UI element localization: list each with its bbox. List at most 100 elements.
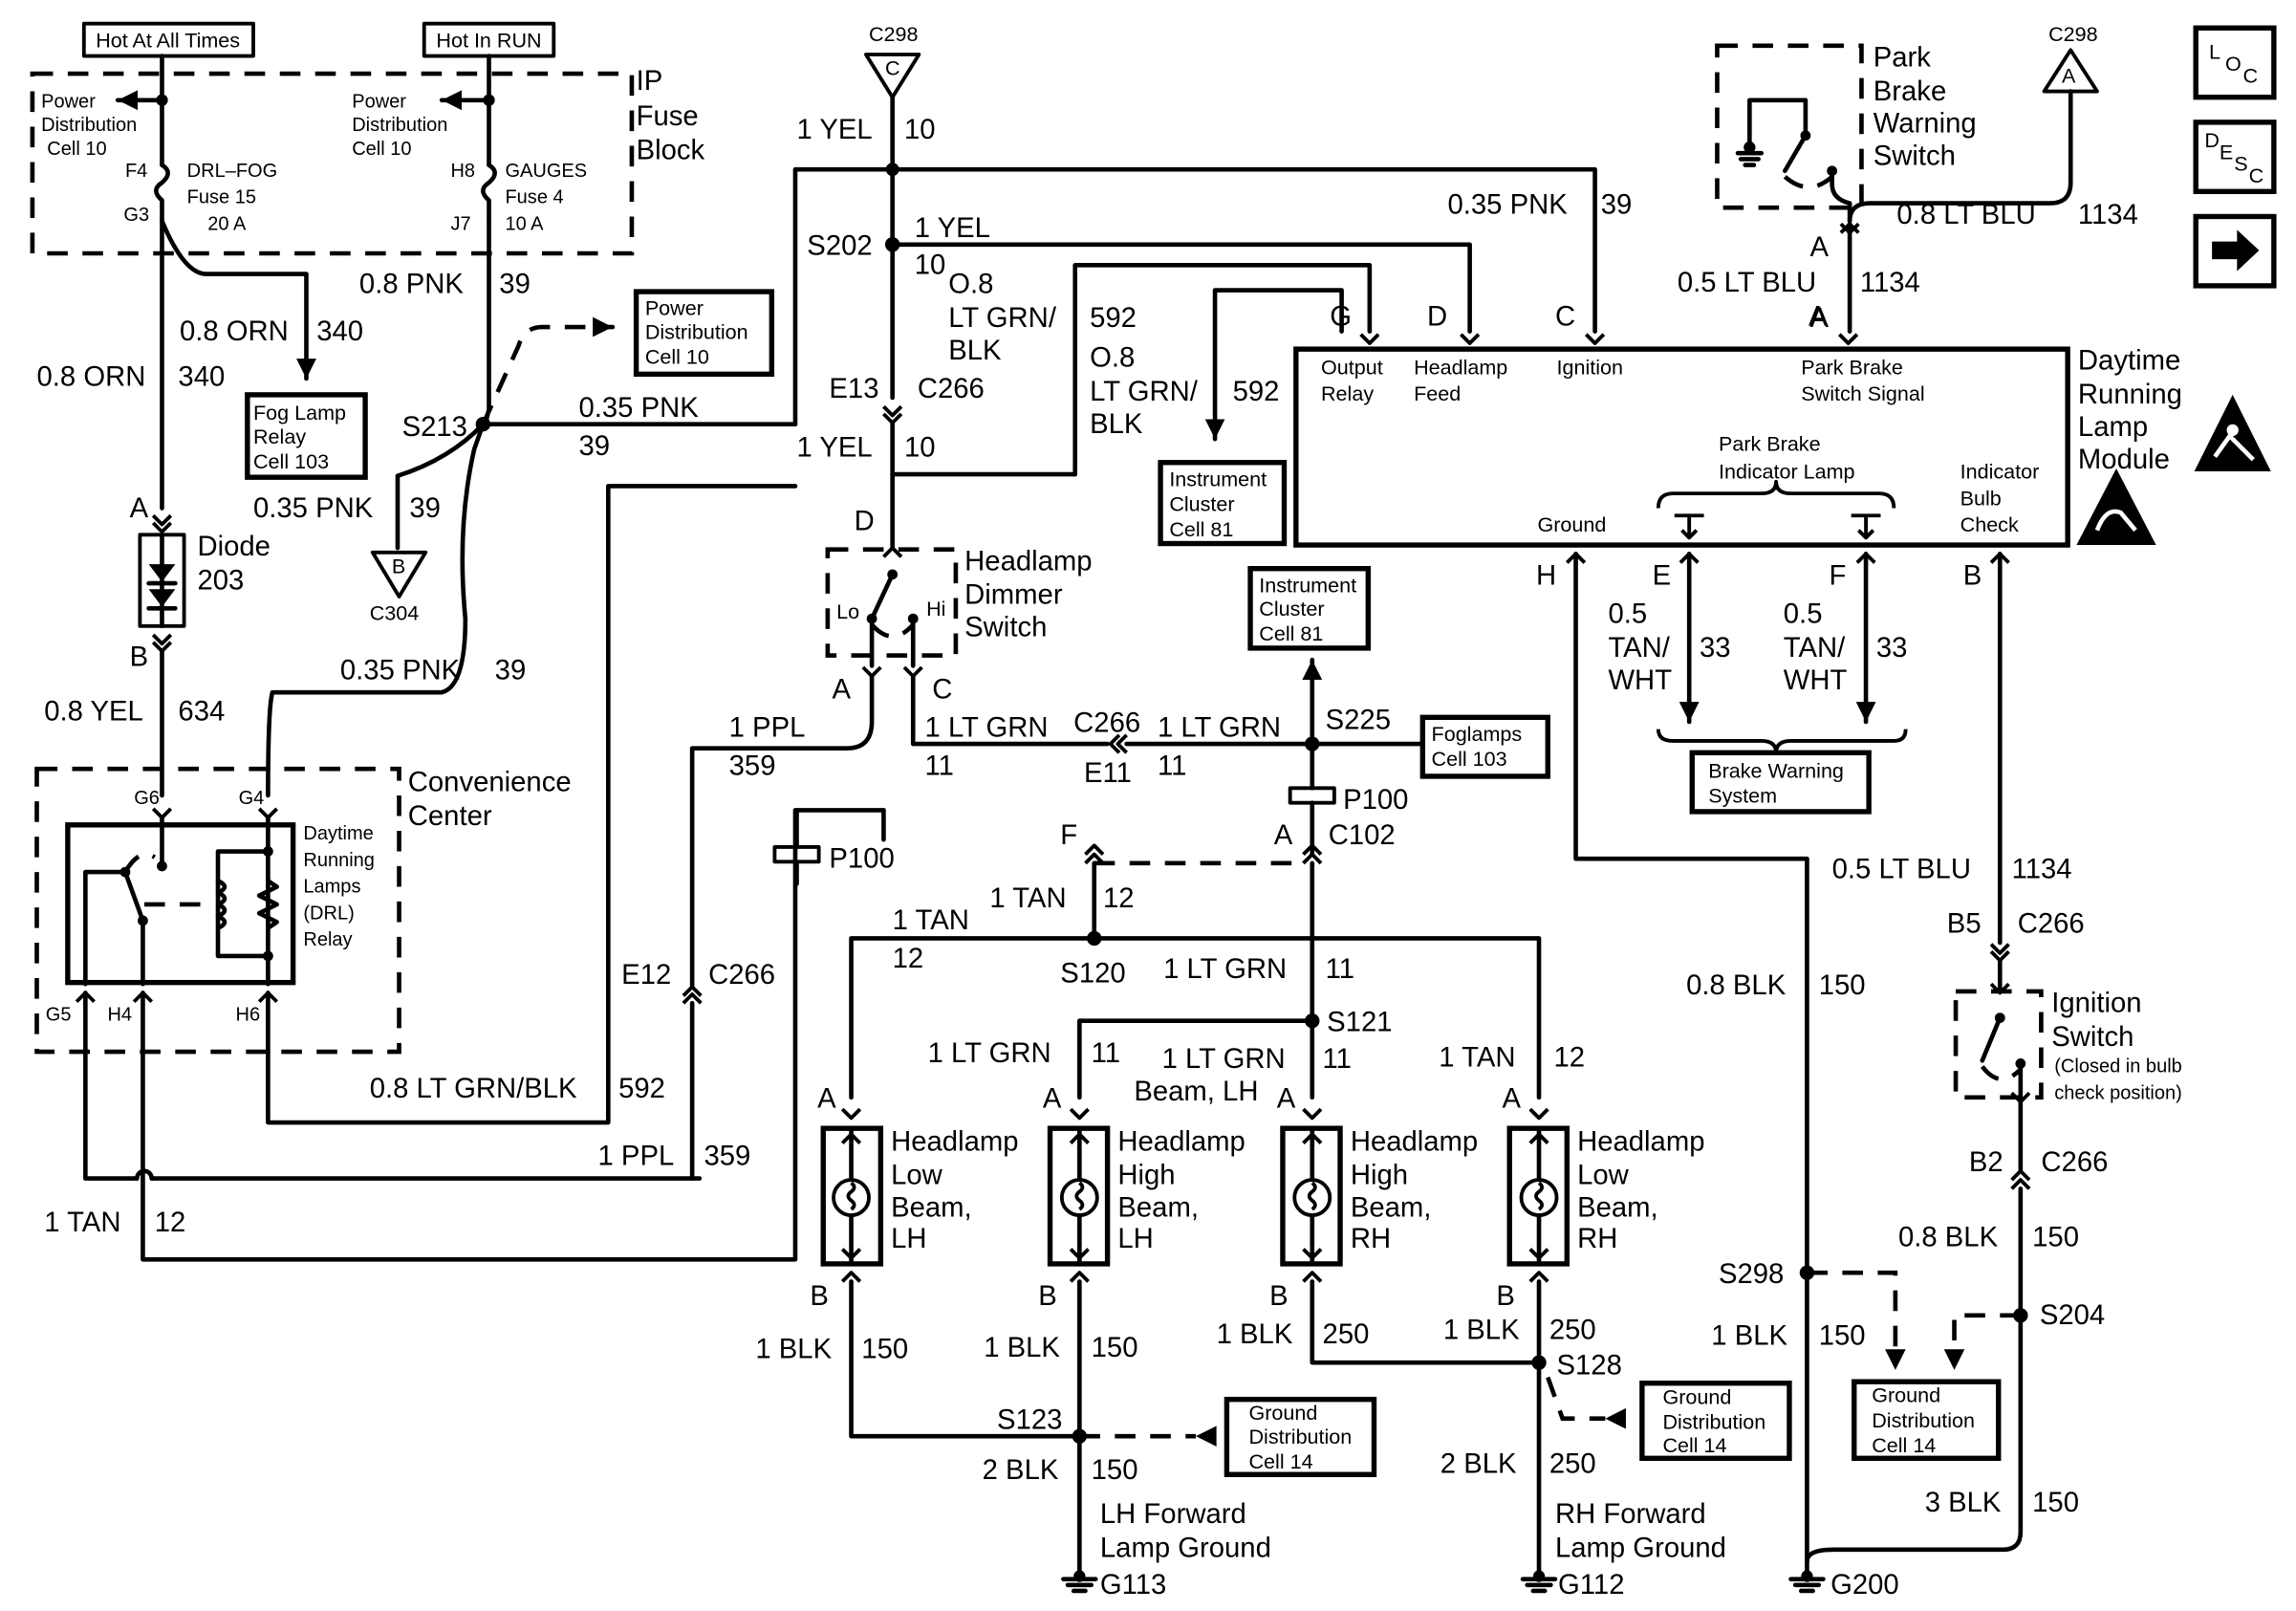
headlamp-pin-a: A bbox=[1277, 1084, 1296, 1115]
wire-number: 150 bbox=[1092, 1455, 1138, 1486]
center-wiring: C C298 1 YEL 10 0.35 PNK 39 S202 1 YEL 1… bbox=[621, 22, 1632, 1181]
connector-pin: B bbox=[392, 554, 405, 577]
module-pin-h: H bbox=[1536, 561, 1556, 592]
svg-text:L: L bbox=[2209, 40, 2220, 64]
connector-pin: B5 bbox=[1947, 908, 1982, 939]
connector-pin: E12 bbox=[621, 960, 671, 991]
splice-label: S225 bbox=[1326, 706, 1391, 736]
wire-label: 1 LT GRN bbox=[925, 712, 1049, 743]
pin-label: G5 bbox=[46, 1005, 72, 1026]
brake-warning-ref: Brake Warning System bbox=[1708, 758, 1850, 807]
g112-label: G112 bbox=[1558, 1570, 1624, 1600]
svg-text:Headlamp High Beam: Headlamp High Beam, LH bbox=[1117, 1126, 1253, 1254]
wire-label: 0.35 PNK bbox=[253, 493, 374, 524]
ground-dist-ref-3 bbox=[1852, 1379, 2002, 1461]
svg-text:Headlamp Low Beam,: Headlamp Low Beam, LH bbox=[891, 1126, 1027, 1254]
module-indicator-check: Indicator Bulb Check bbox=[1960, 460, 2046, 536]
wire-label: 1 BLK bbox=[755, 1335, 832, 1365]
connector-pin: E13 bbox=[829, 374, 878, 404]
ground-g113 bbox=[1061, 1570, 1098, 1594]
headlamps: A A A A Headlamp Low Beam, LH Headlamp H… bbox=[755, 1084, 1792, 1600]
connector-label: C266 bbox=[2041, 1147, 2108, 1178]
splice-label: S298 bbox=[1719, 1259, 1784, 1290]
wire-label: 0.8 BLK bbox=[1898, 1222, 1999, 1252]
ground-dist-ref-2 bbox=[1639, 1381, 1792, 1461]
headlamp-high-beam-lh: Headlamp High Beam, LH bbox=[1047, 1125, 1253, 1267]
module-ignition: Ignition bbox=[1557, 355, 1623, 379]
wire-label: 1 PPL bbox=[729, 712, 806, 743]
headlamp-pin-a: A bbox=[1503, 1084, 1522, 1115]
park-pin-a: A bbox=[1810, 303, 1830, 334]
p100-connector bbox=[1288, 786, 1336, 805]
rh-ground-label: RH Forward Lamp Ground bbox=[1555, 1499, 1726, 1563]
c304-connector-symbol bbox=[370, 550, 428, 599]
loc-icon[interactable]: L O C bbox=[2193, 25, 2277, 100]
headlamp-high-beam-rh: Headlamp High Beam, RH bbox=[1280, 1125, 1486, 1267]
headlamp-pin-b: B bbox=[810, 1281, 829, 1312]
g3-label: G3 bbox=[123, 205, 149, 226]
wire-number: 150 bbox=[1819, 970, 1866, 1001]
module-pin-d: D bbox=[1427, 301, 1447, 332]
splice-label: S120 bbox=[1060, 959, 1125, 990]
wire-number: 150 bbox=[1092, 1333, 1138, 1363]
convenience-center-label: Convenience Center bbox=[408, 767, 579, 831]
wire-number: 359 bbox=[729, 751, 776, 781]
wire-number: 250 bbox=[1323, 1319, 1370, 1350]
ignition-switch-note: (Closed in bulb check position) bbox=[2054, 1056, 2187, 1104]
gauges-fuse bbox=[481, 163, 497, 224]
esd-warning-icon bbox=[2076, 468, 2156, 546]
wire-number: 12 bbox=[155, 1208, 186, 1238]
wire-label: 2 BLK bbox=[1440, 1449, 1517, 1480]
wire-label: 0.8 LT BLU bbox=[1896, 200, 2035, 230]
gd-ref-3: Ground Distribution Cell 14 bbox=[1872, 1383, 1981, 1457]
dimmer-pin-d: D bbox=[855, 507, 875, 537]
svg-text:Headlamp High Beam: Headlamp High Beam, RH bbox=[1351, 1126, 1486, 1254]
svg-text:D: D bbox=[2204, 128, 2220, 152]
wire-number: 592 bbox=[1233, 377, 1280, 407]
diode-label: Diode 203 bbox=[197, 532, 278, 596]
pin-label: H4 bbox=[107, 1005, 132, 1026]
diode-pin-a: A bbox=[130, 493, 149, 524]
connector-label: C298 bbox=[869, 22, 919, 46]
headlamp-dimmer-switch bbox=[825, 547, 959, 658]
connector-label: C266 bbox=[918, 374, 985, 404]
svg-text:Headlamp Low Beam,: Headlamp Low Beam, RH bbox=[1577, 1126, 1713, 1254]
desc-icon[interactable]: D E S C bbox=[2193, 120, 2277, 194]
wire-number: 11 bbox=[1323, 1044, 1352, 1075]
wire-number: 340 bbox=[316, 316, 363, 347]
connector-pin: F bbox=[1060, 820, 1077, 851]
hot-in-run-label: Hot In RUN bbox=[436, 28, 541, 52]
wire-number: 12 bbox=[893, 944, 924, 974]
convenience-center bbox=[34, 766, 401, 1055]
wire-number: 1134 bbox=[2078, 200, 2138, 230]
svg-text:O: O bbox=[2225, 52, 2242, 76]
dimmer-label: Headlamp Dimmer Switch bbox=[964, 546, 1100, 642]
connector-pin: B2 bbox=[1969, 1147, 2004, 1178]
wire-number: 592 bbox=[1090, 303, 1137, 334]
drl-module-title: Daytime Running Lamp Module bbox=[2078, 346, 2190, 475]
connector-label: C304 bbox=[370, 601, 420, 625]
wire-label: 0.8 PNK bbox=[359, 270, 464, 300]
arrow-right-icon[interactable] bbox=[2193, 213, 2277, 289]
connector-label: P100 bbox=[1343, 785, 1408, 816]
wire-label: 3 BLK bbox=[1925, 1488, 2002, 1518]
drl-relay-label: Daytime Running Lamps (DRL) Relay bbox=[303, 823, 379, 950]
ignition-switch-label: Ignition Switch bbox=[2051, 988, 2150, 1052]
module-output-relay: Output Relay bbox=[1321, 355, 1389, 405]
wire-number: 12 bbox=[1553, 1042, 1585, 1073]
instrument-cluster-ref-1 bbox=[1158, 460, 1288, 547]
wire-number: 10 bbox=[904, 115, 936, 145]
ground-dist-ref-1 bbox=[1224, 1396, 1377, 1477]
wire-number: 1134 bbox=[2012, 854, 2072, 884]
fuse-block-title: IP Fuse Block bbox=[637, 66, 706, 165]
module-park-brake-signal: Park Brake Switch Signal bbox=[1801, 355, 1924, 405]
wire-number: 39 bbox=[495, 655, 527, 686]
wire-label: 0.35 PNK bbox=[578, 393, 699, 424]
module-pin-b: B bbox=[1963, 561, 1982, 592]
module-pin-e: E bbox=[1653, 561, 1672, 592]
svg-text:S: S bbox=[2234, 152, 2247, 176]
wire-label: O.8 LT GRN/ BLK bbox=[1090, 343, 1205, 440]
wire-number: 10 bbox=[904, 433, 936, 464]
wire-number: 12 bbox=[1103, 883, 1135, 914]
module-park-brake-indicator: Park Brake Indicator Lamp bbox=[1719, 431, 1855, 483]
